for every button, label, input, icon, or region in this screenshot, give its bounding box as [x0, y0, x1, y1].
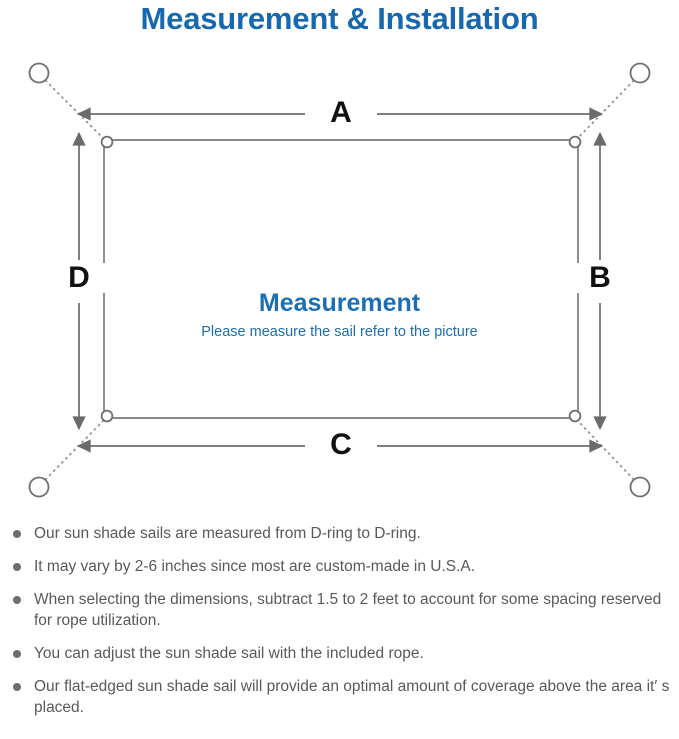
- anchor-top-right-icon: [629, 62, 651, 84]
- anchor-bottom-left-icon: [28, 476, 50, 498]
- list-item: When selecting the dimensions, subtract …: [0, 589, 679, 631]
- notes-list: Our sun shade sails are measured from D-…: [0, 523, 679, 730]
- list-item-text: When selecting the dimensions, subtract …: [34, 591, 662, 629]
- rope-bottom-right: [576, 419, 639, 485]
- sail-rectangle: [103, 139, 579, 419]
- list-item-text: Our sun shade sails are measured from D-…: [34, 525, 421, 542]
- list-item: It may vary by 2-6 inches since most are…: [0, 556, 679, 577]
- anchor-top-left-icon: [28, 62, 50, 84]
- rope-top-right: [576, 75, 639, 140]
- rope-bottom-left: [40, 419, 105, 485]
- list-item-text: It may vary by 2-6 inches since most are…: [34, 558, 476, 575]
- anchor-bottom-right-icon: [629, 476, 651, 498]
- d-ring-bottom-right-icon: [568, 409, 582, 423]
- d-ring-bottom-left-icon: [100, 409, 114, 423]
- list-item-text: Our flat-edged sun shade sail will provi…: [34, 678, 670, 716]
- list-item-text: You can adjust the sun shade sail with t…: [34, 645, 424, 662]
- bullet-icon: [13, 650, 21, 658]
- d-ring-top-right-icon: [568, 135, 582, 149]
- rope-top-left: [40, 75, 105, 140]
- bullet-icon: [13, 683, 21, 691]
- bullet-icon: [13, 530, 21, 538]
- anchor-points: [28, 62, 651, 498]
- sail-measurement-diagram: A B C D Measurement Please measure the s…: [0, 45, 679, 515]
- d-rings: [100, 135, 582, 423]
- bullet-icon: [13, 596, 21, 604]
- list-item: Our flat-edged sun shade sail will provi…: [0, 676, 679, 718]
- list-item: You can adjust the sun shade sail with t…: [0, 643, 679, 664]
- d-ring-top-left-icon: [100, 135, 114, 149]
- page-title: Measurement & Installation: [140, 1, 539, 36]
- bullet-icon: [13, 563, 21, 571]
- diagram-svg: [28, 62, 651, 498]
- list-item: Our sun shade sails are measured from D-…: [0, 523, 679, 544]
